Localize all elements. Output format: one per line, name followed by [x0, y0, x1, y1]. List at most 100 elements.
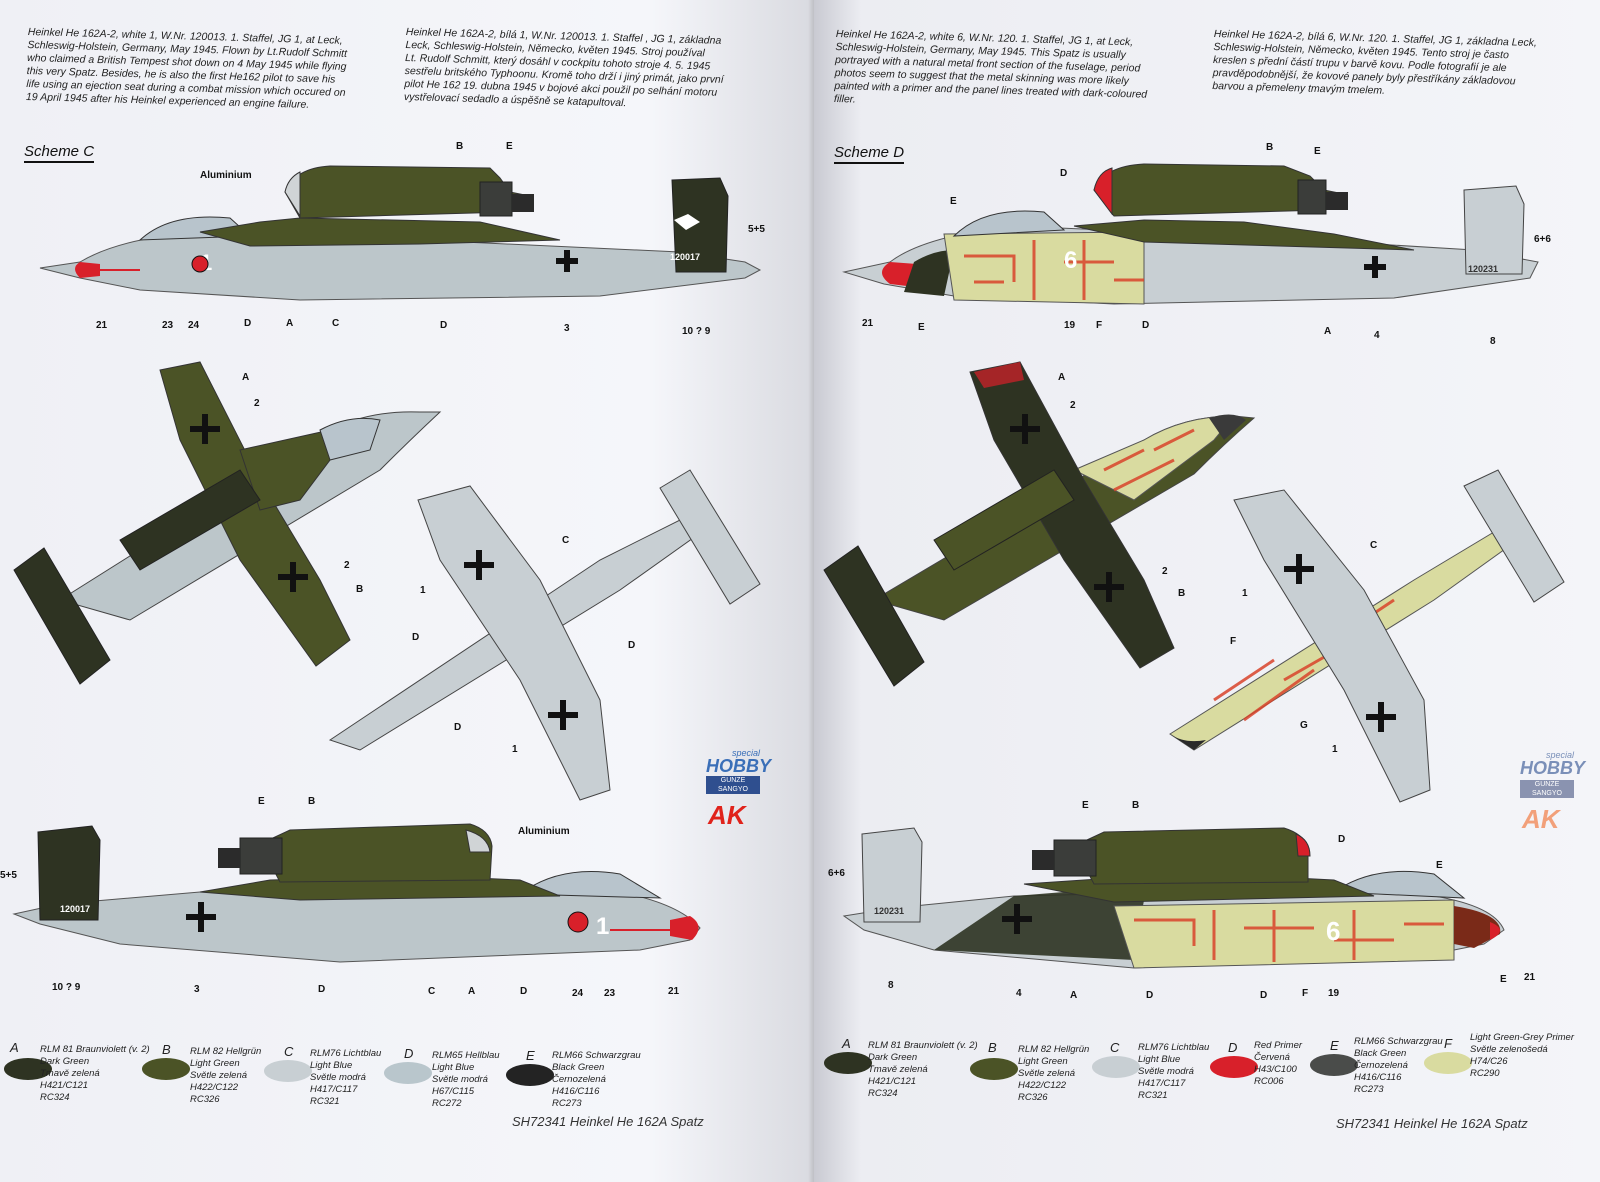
serial-number-bottom: 120017: [60, 904, 91, 914]
plan-callout-2b: 2: [1162, 566, 1168, 577]
callout-24: 24: [188, 320, 200, 331]
callout-5-5: 5+5: [748, 224, 765, 235]
aluminium-label-bottom: Aluminium: [518, 826, 570, 837]
scheme-c-profile-right-view: 1: [12, 823, 701, 963]
balkenkreuz-wing-icon: [464, 550, 494, 580]
swatch-e: [506, 1064, 554, 1086]
serial-number-bottom: 120231: [874, 906, 905, 916]
scheme-c-title: Scheme C: [24, 143, 95, 163]
callout-a: A: [1324, 326, 1332, 337]
callout-4-bottom: 4: [1016, 988, 1022, 999]
callout-8: 8: [1490, 336, 1496, 347]
legend-c-text: RLM76 Lichtblau Light Blue Světle modrá …: [1138, 1042, 1210, 1101]
callout-10-9: 10 ? 9: [682, 326, 711, 337]
balkenkreuz-wing-icon: [1010, 414, 1040, 444]
callout-d-bottom: D: [318, 984, 326, 995]
plan-callout-2: 2: [254, 398, 260, 409]
callout-b-bottom: B: [1132, 800, 1140, 811]
legend-d-text: RLM65 Hellblau Light Blue Světle modrá H…: [432, 1050, 500, 1109]
plan-callout-2b: 2: [344, 560, 350, 571]
callout-e3-bottom: E: [1500, 974, 1507, 985]
callout-21: 21: [96, 320, 108, 331]
fuselage-numeral: 6: [1064, 247, 1077, 274]
callout-e-bottom: E: [258, 796, 265, 807]
callout-d2-bottom: D: [1260, 990, 1268, 1001]
callout-21-bottom: 21: [668, 986, 680, 997]
legend-c-text: RLM76 Lichtblau Light Blue Světle modrá …: [310, 1048, 382, 1107]
swatch-a: [4, 1058, 52, 1080]
swatch-f: [1424, 1052, 1472, 1074]
callout-d-2: D: [440, 320, 448, 331]
scheme-d-profile-left-view: 6: [842, 163, 1539, 305]
balkenkreuz-wing-icon: [190, 414, 220, 444]
balkenkreuz-fuselage-icon: [186, 902, 216, 932]
callout-10-9-bottom: 10 ? 9: [52, 982, 81, 993]
swatch-b: [970, 1058, 1018, 1080]
plan-callout-a: A: [1058, 372, 1066, 383]
special-hobby-logo: special HOBBY: [1520, 750, 1586, 778]
plan-callout-a: A: [242, 372, 250, 383]
callout-d-2: D: [1142, 320, 1150, 331]
callout-21-bottom: 21: [1524, 972, 1536, 983]
swatch-d: [1210, 1056, 1258, 1078]
callout-d2-bottom: D: [520, 986, 528, 997]
plan-callout-c: C: [562, 535, 570, 546]
callout-b: B: [456, 141, 464, 152]
callout-d1-bottom: D: [1146, 990, 1154, 1001]
page-footer-left: SH72341 Heinkel He 162A Spatz: [512, 1114, 704, 1129]
legend-b-text: RLM 82 Hellgrün Light Green Světle zelen…: [190, 1046, 262, 1105]
callout-23-bottom: 23: [604, 988, 616, 999]
balkenkreuz-wing-icon: [1366, 702, 1396, 732]
callout-d-bottom: D: [1338, 834, 1346, 845]
callout-a-bottom: A: [468, 986, 476, 997]
scheme-d-plan-views: [823, 361, 1565, 803]
scheme-c-plan-views: [13, 361, 761, 801]
callout-e2-bottom: E: [1436, 860, 1443, 871]
scheme-d-profile-right-view: 6: [842, 827, 1505, 969]
swatch-a: [824, 1052, 872, 1074]
left-page: Heinkel He 162A-2, white 1, W.Nr. 120013…: [0, 0, 814, 1182]
callout-21: 21: [862, 318, 874, 329]
plan-callout-1b: 1: [1332, 744, 1338, 755]
callout-6-6: 6+6: [1534, 234, 1551, 245]
callout-d: D: [244, 318, 252, 329]
callout-a: A: [286, 318, 294, 329]
plan-callout-d3: D: [454, 722, 462, 733]
swatch-e: [1310, 1054, 1358, 1076]
plan-callout-1b: 1: [512, 744, 518, 755]
callout-5-5-bottom: 5+5: [0, 870, 17, 881]
ak-logo: AK: [708, 800, 746, 830]
legend-a-text: RLM 81 Braunviolett (v. 2) Dark Green Tm…: [40, 1044, 150, 1103]
legend-e-text: RLM66 Schwarzgrau Black Green Černozelen…: [1354, 1036, 1443, 1095]
balkenkreuz-wing-icon: [548, 700, 578, 730]
serial-number: 120231: [1468, 264, 1499, 274]
plan-callout-b: B: [1178, 588, 1186, 599]
plan-callout-d: D: [412, 632, 420, 643]
balkenkreuz-fuselage-icon: [1002, 904, 1032, 934]
callout-b-bottom: B: [308, 796, 316, 807]
plan-callout-2: 2: [1070, 400, 1076, 411]
callout-3: 3: [564, 323, 570, 334]
fuselage-numeral: 1: [596, 913, 609, 940]
swatch-c: [264, 1060, 312, 1082]
aluminium-label: Aluminium: [200, 170, 252, 181]
callout-e-3: E: [918, 322, 925, 333]
balkenkreuz-fuselage-icon: [1364, 256, 1386, 278]
callout-a-bottom: A: [1070, 990, 1078, 1001]
fuselage-numeral: 6: [1326, 916, 1340, 946]
serial-number: 120017: [670, 252, 701, 262]
callout-f: F: [1096, 320, 1103, 331]
balkenkreuz-wing-icon: [278, 562, 308, 592]
scheme-c-profile-left-view: 1: [39, 165, 762, 301]
callout-8-bottom: 8: [888, 980, 894, 991]
swatch-d: [384, 1062, 432, 1084]
special-hobby-logo: special HOBBY: [706, 748, 772, 776]
plan-callout-1: 1: [1242, 588, 1248, 599]
plan-callout-f: F: [1230, 636, 1237, 647]
legend-a-text: RLM 81 Braunviolett (v. 2) Dark Green Tm…: [868, 1040, 978, 1099]
callout-d: D: [1060, 168, 1068, 179]
right-page: Heinkel He 162A-2, white 6, W.Nr. 120. 1…: [814, 0, 1600, 1182]
